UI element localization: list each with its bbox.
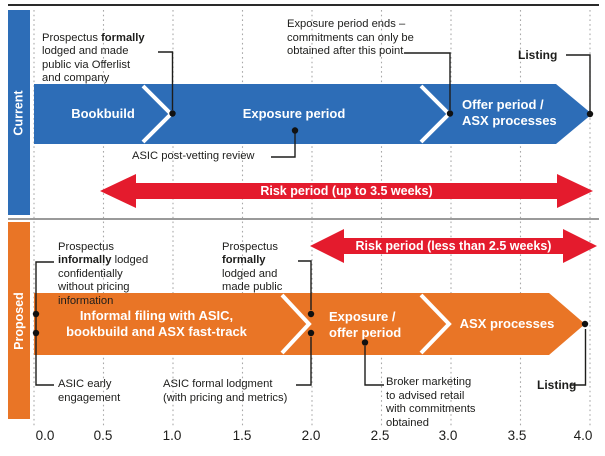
segment-label-exposure-offer: Exposure / offer period xyxy=(329,309,402,340)
axis-tick: 0.5 xyxy=(93,428,113,443)
connector-line xyxy=(296,337,312,386)
annotation-listing-current: Listing xyxy=(518,48,558,62)
chevron-separator xyxy=(280,293,312,355)
axis-tick: 0.0 xyxy=(35,428,55,443)
connector-line xyxy=(35,261,54,386)
axis-tick: 3.0 xyxy=(438,428,458,443)
milestone-dot xyxy=(32,310,40,318)
annotation-prospectus-formal-current: Prospectus formally lodged and made publ… xyxy=(42,31,145,84)
risk-arrow-proposed xyxy=(310,229,597,263)
section-divider xyxy=(8,218,599,220)
segment-label-exposure-period: Exposure period xyxy=(242,106,346,121)
annotation-asic-formal: ASIC formal lodgment (with pricing and m… xyxy=(163,378,288,404)
connector-line xyxy=(570,329,587,386)
connector-line xyxy=(566,54,591,111)
connector-line xyxy=(298,260,312,310)
proposed-row-label: Proposed xyxy=(12,291,26,350)
axis-tick: 1.0 xyxy=(162,428,182,443)
segment-label-asx-processes: ASX processes xyxy=(459,316,555,331)
segment-label-bookbuild: Bookbuild xyxy=(71,106,135,121)
current-row-label: Current xyxy=(12,89,26,136)
milestone-dot xyxy=(307,329,315,337)
annotation-broker-marketing: Broker marketing to advised retail with … xyxy=(386,376,476,429)
axis-tick: 1.5 xyxy=(232,428,252,443)
risk-label-current: Risk period (up to 3.5 weeks) xyxy=(260,184,433,198)
annotation-asic-early: ASIC early engagement xyxy=(58,378,121,404)
connector-line xyxy=(158,51,174,110)
connector-line xyxy=(364,346,384,386)
current-row-header: Current xyxy=(8,10,30,215)
axis-tick: 4.0 xyxy=(573,428,593,443)
annotation-prospectus-informal: Prospectus informally lodged confidentia… xyxy=(58,240,149,307)
connector-line xyxy=(404,52,451,110)
risk-arrow-current xyxy=(100,174,593,208)
annotation-prospectus-formal-proposed: Prospectus formally lodged and made publ… xyxy=(222,240,283,293)
axis-tick: 3.5 xyxy=(507,428,527,443)
milestone-dot xyxy=(291,127,299,134)
annotation-listing-proposed: Listing xyxy=(537,378,577,392)
milestone-dot xyxy=(361,339,369,346)
annotation-exposure-ends: Exposure period ends – commitments can o… xyxy=(287,18,414,57)
top-rule xyxy=(8,4,599,6)
axis-tick: 2.5 xyxy=(370,428,390,443)
segment-label-offer-period: Offer period / ASX processes xyxy=(462,97,557,128)
milestone-dot xyxy=(586,110,594,118)
proposed-row-header: Proposed xyxy=(8,222,30,419)
milestone-dot xyxy=(169,110,176,117)
annotation-post-vetting: ASIC post-vetting review xyxy=(132,150,255,162)
axis-tick: 2.0 xyxy=(301,428,321,443)
milestone-dot xyxy=(581,320,589,328)
milestone-dot xyxy=(32,329,40,337)
milestone-dot xyxy=(446,110,454,117)
milestone-dot xyxy=(307,310,315,318)
risk-label-proposed: Risk period (less than 2.5 weeks) xyxy=(355,239,552,253)
chevron-separator xyxy=(419,293,452,355)
current-process-arrow xyxy=(34,84,592,144)
segment-label-informal-filing: Informal filing with ASIC, bookbuild and… xyxy=(66,308,247,339)
connector-line xyxy=(271,133,296,158)
